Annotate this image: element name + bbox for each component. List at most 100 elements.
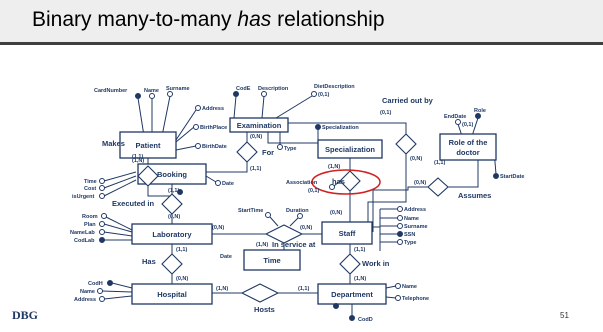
entity-patient xyxy=(119,131,177,159)
dbg-logo: DBG xyxy=(12,308,39,322)
attr-lab-name: NameLab xyxy=(70,230,95,236)
rel-assumes xyxy=(427,177,449,197)
attr-dot-birthdate xyxy=(195,143,201,149)
attr-dot-duration xyxy=(297,213,303,219)
label-has: has xyxy=(332,177,345,186)
title-emphasis: has xyxy=(237,8,272,31)
entities xyxy=(119,117,497,305)
entity-labels: Patient Examination Specialization Role … xyxy=(135,121,487,299)
attr-dot-description xyxy=(261,91,267,97)
card-staff-carried: (0,N) xyxy=(410,156,422,162)
attr-role-startdate: StartDate xyxy=(500,174,524,180)
attr-exam-code: CodE xyxy=(236,86,251,92)
attr-dot-namelab xyxy=(99,229,105,235)
slide-title: Binary many-to-many has relationship xyxy=(32,8,385,32)
attr-dot-isurgent xyxy=(99,193,105,199)
entity-staff xyxy=(321,221,373,245)
card-staff-service: (0,N) xyxy=(300,225,312,231)
attr-role-enddate-card: (0,1) xyxy=(462,122,473,128)
attr-lab-code: CodLab xyxy=(74,238,95,244)
label-department: Department xyxy=(331,290,373,299)
attr-dot-association xyxy=(329,184,335,190)
rel-hosts xyxy=(240,283,280,303)
attr-dot-role xyxy=(475,113,481,119)
entity-department xyxy=(317,283,387,305)
attr-exam-diet: DietDescription xyxy=(314,84,355,90)
rel-executed-in xyxy=(161,193,183,215)
title-bar xyxy=(0,0,603,42)
card-examination-carried: (0,1) xyxy=(380,110,391,116)
line-lab-attrs xyxy=(103,216,133,241)
title-underline xyxy=(0,42,603,45)
attr-dot-birthplace xyxy=(193,124,199,130)
entity-specialization xyxy=(317,139,383,159)
card-lab-executed: (0,N) xyxy=(168,214,180,220)
card-department-work: (1,N) xyxy=(354,276,366,282)
line-dept-attrs xyxy=(351,285,397,316)
attr-patient-surname: Surname xyxy=(166,86,190,92)
attr-lab-room: Room xyxy=(82,214,98,220)
line-booking-attrs xyxy=(103,171,217,197)
attr-hospital-name: Name xyxy=(80,289,95,295)
attr-dept-name: Name xyxy=(402,284,417,290)
title-prefix: Binary many-to-many xyxy=(32,8,238,31)
label-carried-out-by: Carried out by xyxy=(382,96,434,105)
rel-work-in xyxy=(339,253,361,275)
card-staff-work: (1,1) xyxy=(354,247,365,253)
attr-lab-plan: Plan xyxy=(84,222,96,228)
attr-time-date: Date xyxy=(220,254,232,260)
attr-dot-hosp-address xyxy=(99,296,105,302)
line-hospital-attrs xyxy=(101,282,133,300)
label-assumes: Assumes xyxy=(458,191,491,200)
attr-dot-staff-ssn xyxy=(397,231,403,237)
cardinality-labels: (0,1) (1,N) (1,1) (0,N) (1,1) (1,N) (0,N… xyxy=(132,110,445,292)
card-booking-makes: (1,1) xyxy=(132,154,143,160)
attr-dot-date xyxy=(215,180,221,186)
attr-dot-specialization xyxy=(315,124,321,130)
attr-dot-hosp-name xyxy=(97,288,103,294)
attr-dot-cost xyxy=(99,185,105,191)
attr-patient-address: Address xyxy=(202,106,224,112)
attr-dot-surname xyxy=(167,91,173,97)
attr-dot-card-number xyxy=(135,93,141,99)
attr-dot-dept-telephone xyxy=(395,295,401,301)
attr-exam-diet-card: (0,1) xyxy=(318,92,329,98)
attr-dot-staff-surname xyxy=(397,223,403,229)
line-service-attrs xyxy=(269,216,299,227)
attribute-labels: CardNumber Name Surname Address BirthPla… xyxy=(70,84,524,323)
attr-role-enddate: EndDate xyxy=(444,114,466,120)
attr-dot-staff-type xyxy=(397,239,403,245)
attr-staff-address: Address xyxy=(404,207,426,213)
attr-staff-surname: Surname xyxy=(404,224,428,230)
attr-association: Association xyxy=(286,180,318,186)
attr-card-number: CardNumber xyxy=(94,88,128,94)
rel-makes xyxy=(137,165,159,187)
card-examination-for: (0,N) xyxy=(250,134,262,140)
attr-dot-codh xyxy=(107,280,113,286)
label-in-service-at: In service at xyxy=(272,240,316,249)
attr-dot-type xyxy=(277,144,283,150)
label-patient: Patient xyxy=(135,141,161,150)
rel-has-lab xyxy=(161,253,183,275)
attr-service-duration: Duration xyxy=(286,208,309,214)
attr-service-starttime: StartTime xyxy=(238,208,263,214)
label-role-2: doctor xyxy=(456,148,479,157)
label-laboratory: Laboratory xyxy=(152,230,192,239)
attr-booking-cost: Cost xyxy=(84,186,96,192)
label-role-1: Role of the xyxy=(449,138,488,147)
connection-lines xyxy=(101,95,497,316)
highlight-ellipse xyxy=(311,169,381,195)
attribute-markers xyxy=(97,91,499,321)
attr-association-card: (0,1) xyxy=(308,188,319,194)
title-suffix: relationship xyxy=(271,8,385,31)
label-for: For xyxy=(262,148,274,157)
attr-dot-time xyxy=(99,178,105,184)
attr-dot-dept-name xyxy=(395,283,401,289)
attr-patient-name: Name xyxy=(144,88,159,94)
attr-exam-description: Description xyxy=(258,86,289,92)
attr-patient-birthplace: BirthPlace xyxy=(200,125,227,131)
line-association-attr xyxy=(333,180,341,187)
attr-dot-starttime xyxy=(265,212,271,218)
